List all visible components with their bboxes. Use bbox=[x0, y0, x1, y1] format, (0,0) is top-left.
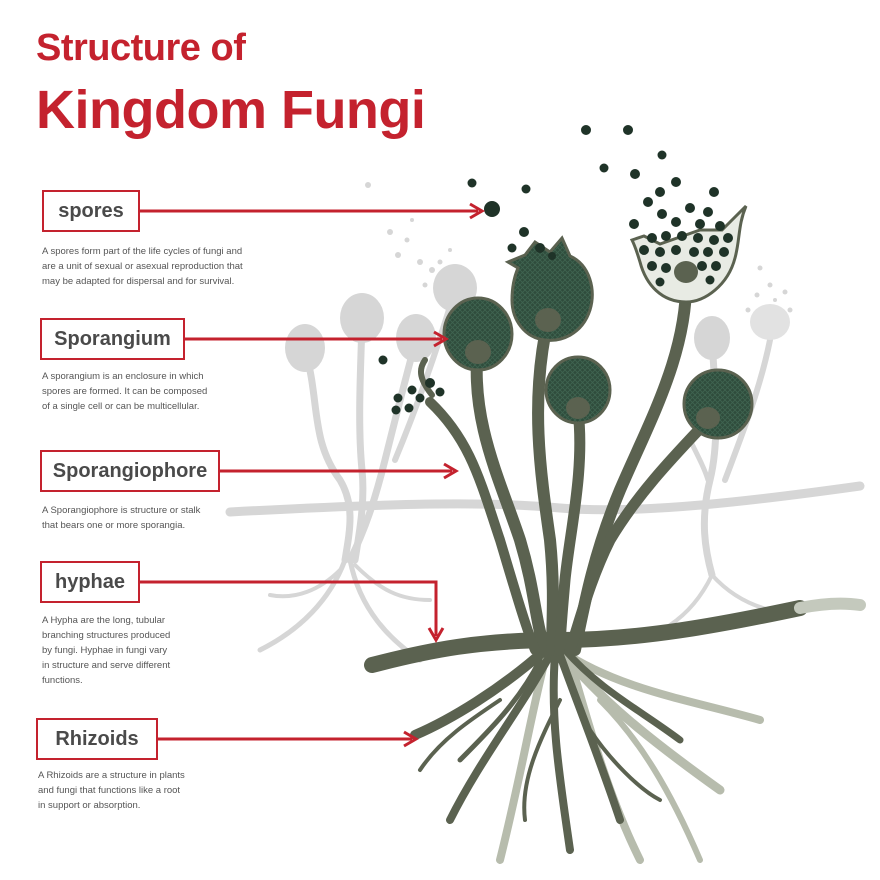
title-line-1: Structure of bbox=[36, 27, 246, 69]
sporangium-4 bbox=[682, 368, 754, 440]
label-spores: spores bbox=[42, 190, 140, 232]
title-line-2: Kingdom Fungi bbox=[36, 80, 426, 140]
spores-cluster bbox=[378, 125, 733, 415]
rhizoids-dark bbox=[410, 645, 684, 854]
sporangium-3 bbox=[544, 355, 612, 425]
arrow-sporangium bbox=[185, 330, 449, 348]
description-spores: A spores form part of the life cycles of… bbox=[42, 246, 243, 287]
label-rhizoids: Rhizoids bbox=[36, 718, 158, 760]
arrow-sporangiophore bbox=[220, 462, 459, 480]
main-hyphae bbox=[364, 597, 866, 673]
description-sporangium: A sporangium is an enclosure in which sp… bbox=[42, 371, 208, 412]
arrow-hyphae bbox=[140, 580, 445, 643]
description-hyphae: A Hypha are the long, tubular branching … bbox=[42, 615, 171, 686]
background-ghost-fungus bbox=[225, 287, 865, 663]
description-rhizoids: A Rhizoids are a structure in plants and… bbox=[38, 770, 185, 811]
sporangium-1 bbox=[442, 296, 514, 372]
arrow-rhizoids bbox=[158, 730, 419, 748]
sporangium-2 bbox=[504, 235, 594, 342]
label-hyphae: hyphae bbox=[40, 561, 140, 603]
label-sporangiophore: Sporangiophore bbox=[40, 450, 220, 492]
pointer-arrows bbox=[140, 202, 485, 748]
sporangiophores bbox=[417, 264, 716, 656]
description-sporangiophore: A Sporangiophore is structure or stalk t… bbox=[42, 505, 201, 531]
arrow-spores bbox=[140, 202, 485, 220]
label-sporangium: Sporangium bbox=[40, 318, 185, 360]
sporangium-open bbox=[629, 204, 748, 304]
